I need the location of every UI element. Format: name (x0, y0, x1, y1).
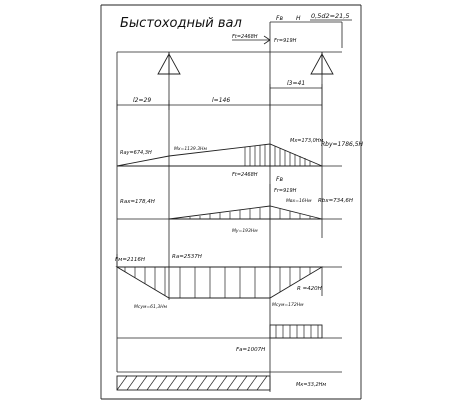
resultant-moment-diagram (115, 254, 324, 299)
fb-force-unit: Н (296, 15, 301, 22)
support-a (157, 52, 181, 75)
rb-label: R =420Н (297, 286, 322, 292)
top-load-lines (232, 19, 352, 52)
diameter-note: 0,5d2=21,5 (311, 12, 350, 20)
mk-label: Mк=33,2Нм (296, 382, 326, 388)
dimension-lines (116, 84, 323, 110)
fr-repeat-label: Fr=919Н (274, 188, 297, 194)
top-loads: Fв Н 0,5d2=21,5 Ft=2468Н Fr=919Н (232, 12, 350, 44)
vertical-moment-diagram (116, 143, 323, 167)
fb-repeat-label: Fв (276, 176, 283, 183)
fm-label: Fм=2116Н (115, 257, 145, 263)
fb-force-label: Fв (276, 15, 283, 22)
ray-label: Ray=674,3Н (120, 150, 152, 156)
fa-label: Fa=1007Н (236, 347, 265, 353)
diagram-title: Быстоходный вал (120, 16, 242, 31)
dimension-l1: l=146 (212, 97, 230, 104)
mmax-left-label: Mсум=61,3Нм (134, 304, 168, 310)
horizontal-moment-diagram (168, 184, 323, 220)
dimension-l2: l2=29 (133, 97, 151, 104)
ft-force-label: Ft=2468Н (232, 34, 258, 40)
my-moment-label: Mу=193Нм (232, 228, 258, 234)
mb-moment-label: Mвх=16Нм (286, 198, 312, 204)
mid-moment-label: Mx=1139.3Нм (174, 146, 207, 152)
ra-label: Ra=2537Н (172, 254, 202, 260)
rbx-label: Rbx=734,6Н (318, 198, 353, 204)
drawing-frame (100, 4, 362, 400)
rax-label: Rax=178,4Н (120, 199, 155, 205)
fr-force-label: Fr=919Н (274, 38, 297, 44)
torque-diagram (116, 375, 271, 391)
mmax-right-label: Mсум=172Нм (272, 302, 304, 308)
peak-moment-label: Mx=173,0Нм (290, 138, 324, 144)
axial-force-diagram (269, 324, 323, 339)
dimension-l3: l3=41 (287, 80, 305, 87)
ft-repeat-label: Ft=2468Н (232, 172, 258, 178)
rby-label: Rby=1786,5Н (321, 141, 364, 148)
support-b (310, 52, 334, 75)
